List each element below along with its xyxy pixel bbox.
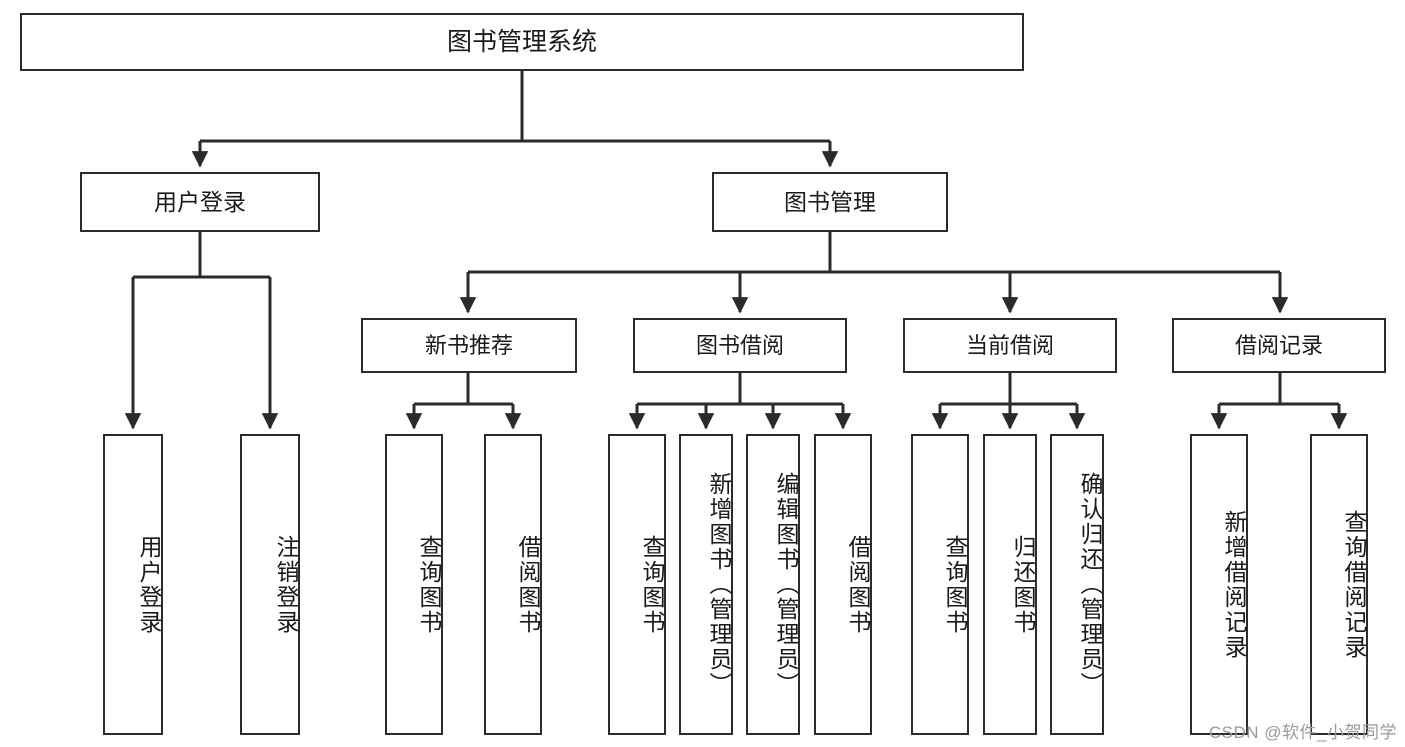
node-root-system[interactable]: 图书管理系统 [20, 13, 1024, 71]
node-book-borrow[interactable]: 图书借阅 [633, 318, 847, 373]
node-leaf-label: 新增借阅记录 [1221, 509, 1247, 660]
node-leaf-label: 编辑图书（管理员） [773, 472, 799, 697]
node-leaf-label: 查询图书 [942, 534, 968, 635]
node-new-book-recommend-label: 新书推荐 [424, 332, 513, 358]
node-book-borrow-label: 图书借阅 [695, 332, 784, 358]
node-leaf-label: 查询图书 [639, 534, 665, 635]
node-leaf-borrow-book[interactable]: 借阅图书 [814, 434, 872, 735]
node-current-borrow-label: 当前借阅 [965, 332, 1054, 358]
node-leaf-label: 注销登录 [273, 534, 299, 635]
node-leaf-edit-book-admin[interactable]: 编辑图书（管理员） [746, 434, 800, 735]
node-leaf-logout[interactable]: 注销登录 [240, 434, 300, 735]
node-leaf-borrow-book-newbook[interactable]: 借阅图书 [484, 434, 542, 735]
node-leaf-query-book-current[interactable]: 查询图书 [911, 434, 969, 735]
node-borrow-record-label: 借阅记录 [1234, 332, 1323, 358]
watermark: CSDN @软件_小贺同学 [1208, 723, 1397, 742]
node-borrow-record[interactable]: 借阅记录 [1172, 318, 1386, 373]
node-leaf-label: 用户登录 [136, 534, 162, 635]
node-leaf-label: 确认归还（管理员） [1077, 472, 1103, 697]
node-leaf-query-borrow-record[interactable]: 查询借阅记录 [1310, 434, 1368, 735]
node-leaf-add-borrow-record[interactable]: 新增借阅记录 [1190, 434, 1248, 735]
node-leaf-add-book-admin[interactable]: 新增图书（管理员） [679, 434, 733, 735]
node-leaf-label: 新增图书（管理员） [706, 472, 732, 697]
node-leaf-return-book[interactable]: 归还图书 [983, 434, 1037, 735]
node-leaf-label: 查询图书 [416, 534, 442, 635]
node-book-management-label: 图书管理 [784, 188, 876, 215]
node-user-login-label: 用户登录 [154, 188, 246, 215]
node-new-book-recommend[interactable]: 新书推荐 [361, 318, 577, 373]
node-leaf-label: 归还图书 [1010, 534, 1036, 635]
node-user-login[interactable]: 用户登录 [80, 172, 320, 232]
node-leaf-label: 借阅图书 [515, 534, 541, 635]
node-leaf-query-book-newbook[interactable]: 查询图书 [385, 434, 443, 735]
node-current-borrow[interactable]: 当前借阅 [903, 318, 1117, 373]
node-leaf-label: 查询借阅记录 [1341, 509, 1367, 660]
node-leaf-user-login[interactable]: 用户登录 [103, 434, 163, 735]
node-book-management[interactable]: 图书管理 [712, 172, 948, 232]
node-root-label: 图书管理系统 [446, 27, 597, 56]
node-leaf-query-book-borrow[interactable]: 查询图书 [608, 434, 666, 735]
node-leaf-confirm-return-admin[interactable]: 确认归还（管理员） [1050, 434, 1104, 735]
node-leaf-label: 借阅图书 [845, 534, 871, 635]
